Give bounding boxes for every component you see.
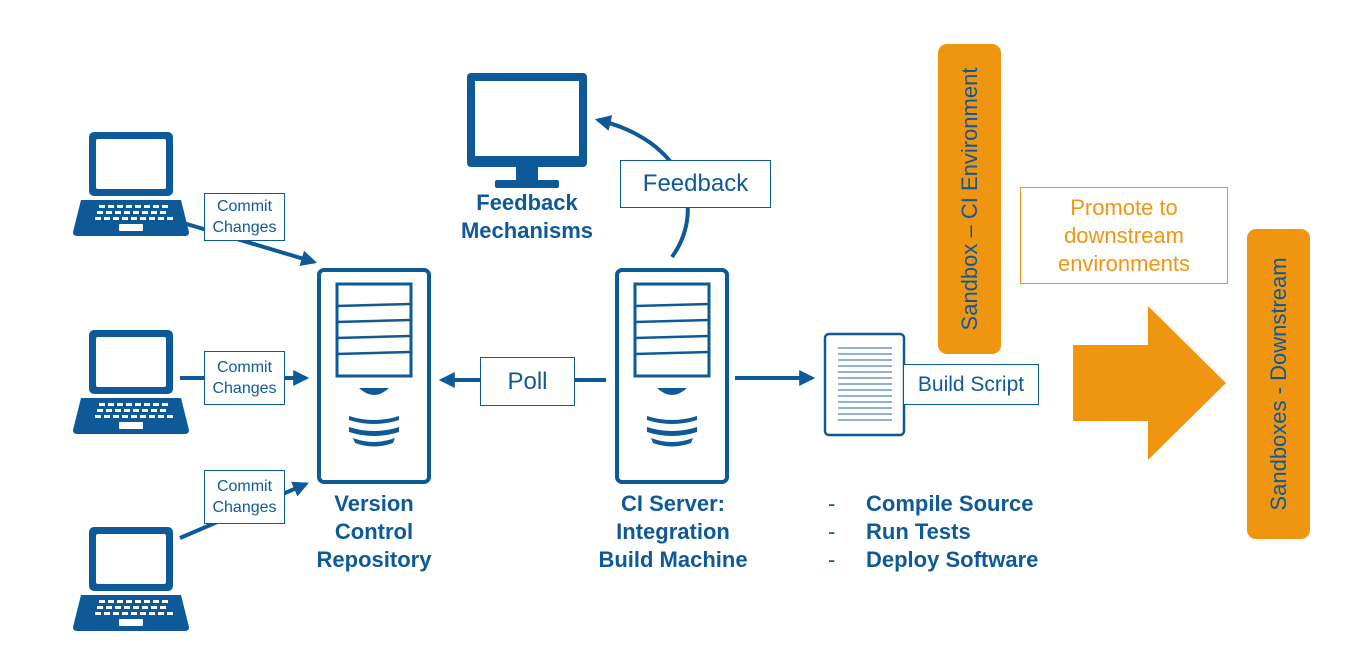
- version-control-caption: Version Control Repository: [316, 491, 432, 572]
- server-tower-icon: [317, 268, 431, 484]
- server-tower-icon: [615, 268, 729, 484]
- document-icon: [823, 332, 906, 437]
- build-script-label: Build Script: [903, 364, 1039, 405]
- commit-changes-label: Commit Changes: [204, 193, 285, 241]
- list-item: -Deploy Software: [828, 547, 1039, 572]
- laptop-icon: [73, 330, 189, 434]
- feedback-label: Feedback: [620, 160, 771, 208]
- arrow-right-icon: [1073, 306, 1226, 460]
- commit-changes-label: Commit Changes: [204, 351, 285, 405]
- monitor-icon: [467, 73, 587, 188]
- list-item: -Run Tests: [828, 519, 971, 544]
- list-item: -Compile Source: [828, 491, 1034, 516]
- commit-changes-label: Commit Changes: [204, 470, 285, 524]
- promote-label: Promote to downstream environments: [1020, 187, 1228, 284]
- feedback-mechanisms-caption: Feedback Mechanisms: [460, 190, 594, 243]
- laptop-icon: [73, 527, 189, 631]
- sandbox-ci-label: Sandbox – CI Environment: [956, 67, 982, 331]
- sandboxes-downstream-bar: Sandboxes - Downstream: [1247, 229, 1310, 539]
- sandboxes-downstream-label: Sandboxes - Downstream: [1265, 257, 1291, 511]
- poll-label: Poll: [480, 357, 575, 406]
- build-steps-list: -Compile Source -Run Tests -Deploy Softw…: [828, 490, 1038, 574]
- laptop-icon: [73, 132, 189, 236]
- ci-server-caption: CI Server: Integration Build Machine: [598, 491, 748, 572]
- sandbox-ci-bar: Sandbox – CI Environment: [938, 44, 1001, 354]
